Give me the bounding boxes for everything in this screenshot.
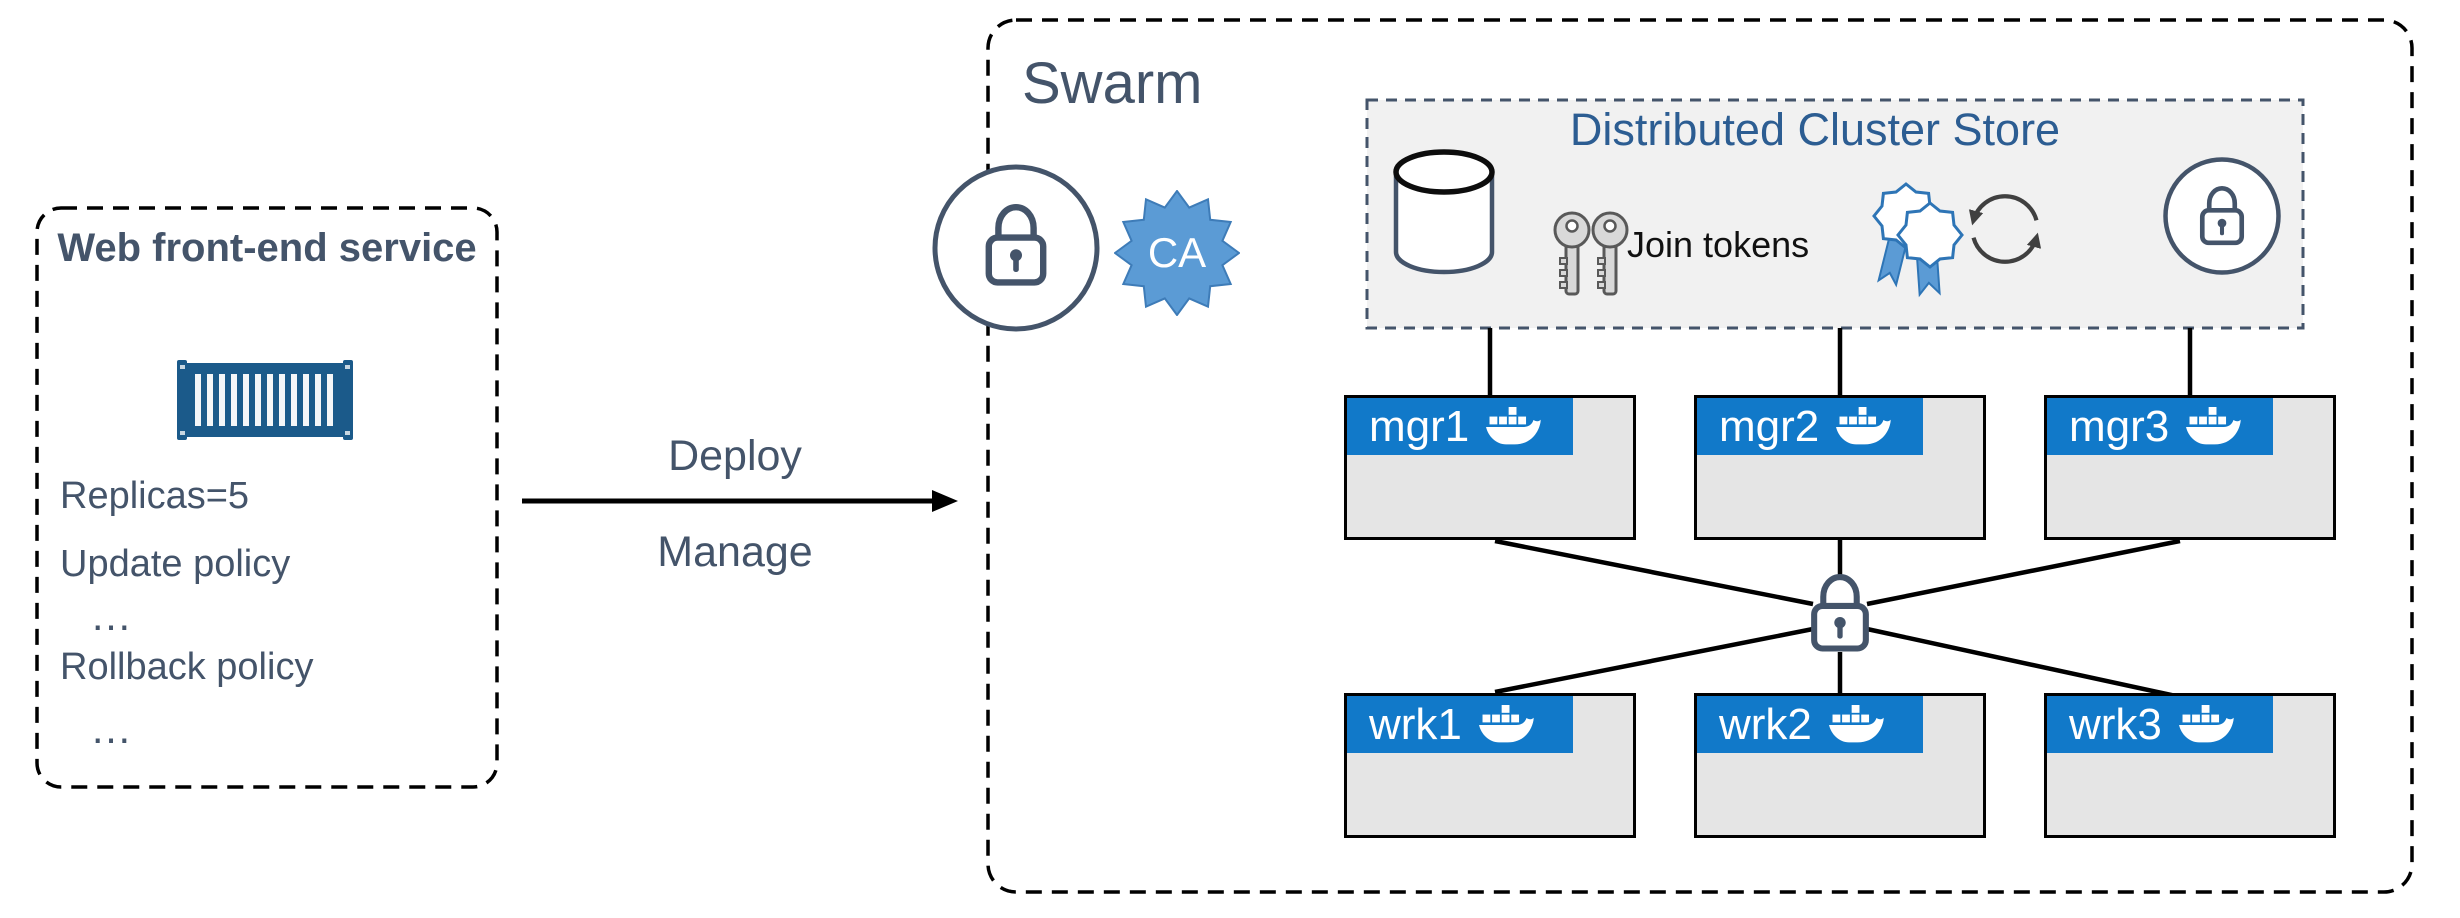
service-line: Replicas=5 bbox=[60, 475, 250, 517]
ca-badge-icon: CA bbox=[1114, 190, 1240, 316]
docker-whale-icon bbox=[2185, 407, 2241, 447]
service-line: … bbox=[90, 705, 132, 752]
container-icon bbox=[177, 360, 353, 440]
database-icon bbox=[1393, 149, 1495, 275]
join-tokens-keys-icon bbox=[1553, 211, 1629, 296]
node-wrk1: wrk1 bbox=[1344, 693, 1636, 838]
ca-badge-label: CA bbox=[1148, 229, 1206, 276]
store-lock-icon bbox=[2163, 157, 2281, 275]
docker-whale-icon bbox=[2178, 705, 2234, 745]
sync-icon bbox=[1968, 194, 2042, 264]
node-label: mgr2 bbox=[1719, 402, 1820, 451]
encryption-lock-icon bbox=[1802, 566, 1878, 658]
node-header: mgr3 bbox=[2047, 398, 2273, 455]
node-header: mgr1 bbox=[1347, 398, 1573, 455]
service-line: Rollback policy bbox=[60, 646, 314, 688]
node-label: mgr1 bbox=[1369, 402, 1470, 451]
manage-label: Manage bbox=[657, 528, 813, 576]
node-mgr2: mgr2 bbox=[1694, 395, 1986, 540]
node-header: wrk2 bbox=[1697, 696, 1923, 753]
node-to-lock-connectors bbox=[1494, 538, 2186, 701]
deploy-label: Deploy bbox=[668, 432, 802, 480]
docker-whale-icon bbox=[1485, 407, 1541, 447]
node-header: wrk3 bbox=[2047, 696, 2273, 753]
node-label: wrk1 bbox=[1369, 700, 1462, 749]
service-box-border bbox=[35, 206, 499, 789]
node-header: wrk1 bbox=[1347, 696, 1573, 753]
cluster-store-title: Distributed Cluster Store bbox=[1569, 104, 2061, 155]
node-mgr1: mgr1 bbox=[1344, 395, 1636, 540]
swarm-box-border bbox=[986, 18, 2414, 894]
node-wrk2: wrk2 bbox=[1694, 693, 1986, 838]
node-header: mgr2 bbox=[1697, 398, 1923, 455]
node-label: wrk2 bbox=[1719, 700, 1812, 749]
docker-whale-icon bbox=[1835, 407, 1891, 447]
swarm-title: Swarm bbox=[1022, 51, 1203, 116]
docker-whale-icon bbox=[1478, 705, 1534, 745]
swarm-lock-icon bbox=[932, 164, 1100, 332]
join-tokens-label: Join tokens bbox=[1627, 224, 1810, 265]
node-wrk3: wrk3 bbox=[2044, 693, 2336, 838]
service-line: Update policy bbox=[60, 543, 291, 585]
cluster-store-box bbox=[1365, 98, 2305, 330]
certificate-icon bbox=[1872, 182, 1964, 298]
node-label: mgr3 bbox=[2069, 402, 2170, 451]
node-label: wrk3 bbox=[2069, 700, 2162, 749]
service-title: Web front-end service bbox=[57, 226, 477, 270]
store-to-manager-connectors bbox=[1487, 328, 2193, 395]
service-line: … bbox=[90, 592, 132, 639]
docker-whale-icon bbox=[1828, 705, 1884, 745]
node-mgr3: mgr3 bbox=[2044, 395, 2336, 540]
